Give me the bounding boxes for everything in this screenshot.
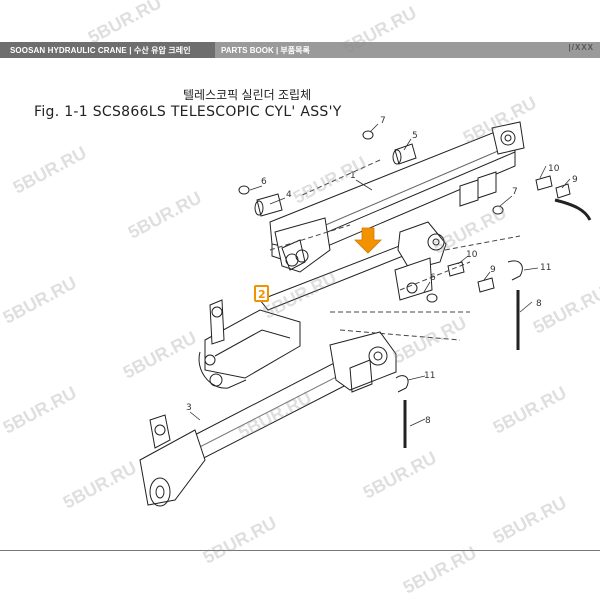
header-bar: SOOSAN HYDRAULIC CRANE | 수산 유압 크레인 PARTS… — [0, 42, 600, 58]
callout-6a: 6 — [261, 177, 267, 187]
assembly-lines — [269, 159, 521, 341]
callout-7b: 7 — [512, 187, 518, 197]
header-corner-mark: |/XXX — [568, 43, 594, 52]
header-section: PARTS BOOK | 부품목록 |/XXX — [215, 42, 600, 58]
callout-2-highlight: 2 — [258, 288, 266, 301]
figure-title-korean: 텔레스코픽 실린더 조립체 — [183, 88, 312, 102]
callout-3: 3 — [186, 403, 192, 413]
callout-6b: 6 — [430, 273, 436, 283]
callout-9a: 9 — [572, 175, 578, 185]
carrier-part-2 — [198, 299, 301, 389]
highlight-arrow — [354, 227, 382, 254]
callout-8b: 8 — [425, 416, 431, 426]
boom-part-1 — [269, 121, 525, 273]
callout-7a: 7 — [380, 116, 386, 126]
highlight-callout-box: 2 — [254, 285, 269, 302]
callout-8a: 8 — [536, 299, 542, 309]
callout-5: 5 — [412, 131, 418, 141]
callout-10a: 10 — [548, 164, 560, 174]
callout-11a: 11 — [540, 263, 551, 273]
callout-4: 4 — [286, 190, 292, 200]
callout-1: 1 — [350, 171, 356, 181]
rod-assembly — [259, 221, 447, 311]
small-parts — [238, 130, 592, 448]
callout-10b: 10 — [466, 250, 478, 260]
callout-11b: 11 — [424, 371, 435, 381]
callout-9b: 9 — [490, 265, 496, 275]
header-brand: SOOSAN HYDRAULIC CRANE | 수산 유압 크레인 — [0, 42, 215, 58]
callout-labels: 7 5 6 4 1 3 6 7 8 8 10 10 9 9 11 11 — [186, 116, 578, 426]
page-baseline — [0, 550, 600, 551]
figure-title-english: Fig. 1-1 SCS866LS TELESCOPIC CYL' ASS'Y — [34, 104, 342, 120]
header-section-label: PARTS BOOK | 부품목록 — [221, 45, 310, 55]
cylinder-part-3 — [139, 331, 397, 507]
leader-lines — [189, 123, 571, 427]
